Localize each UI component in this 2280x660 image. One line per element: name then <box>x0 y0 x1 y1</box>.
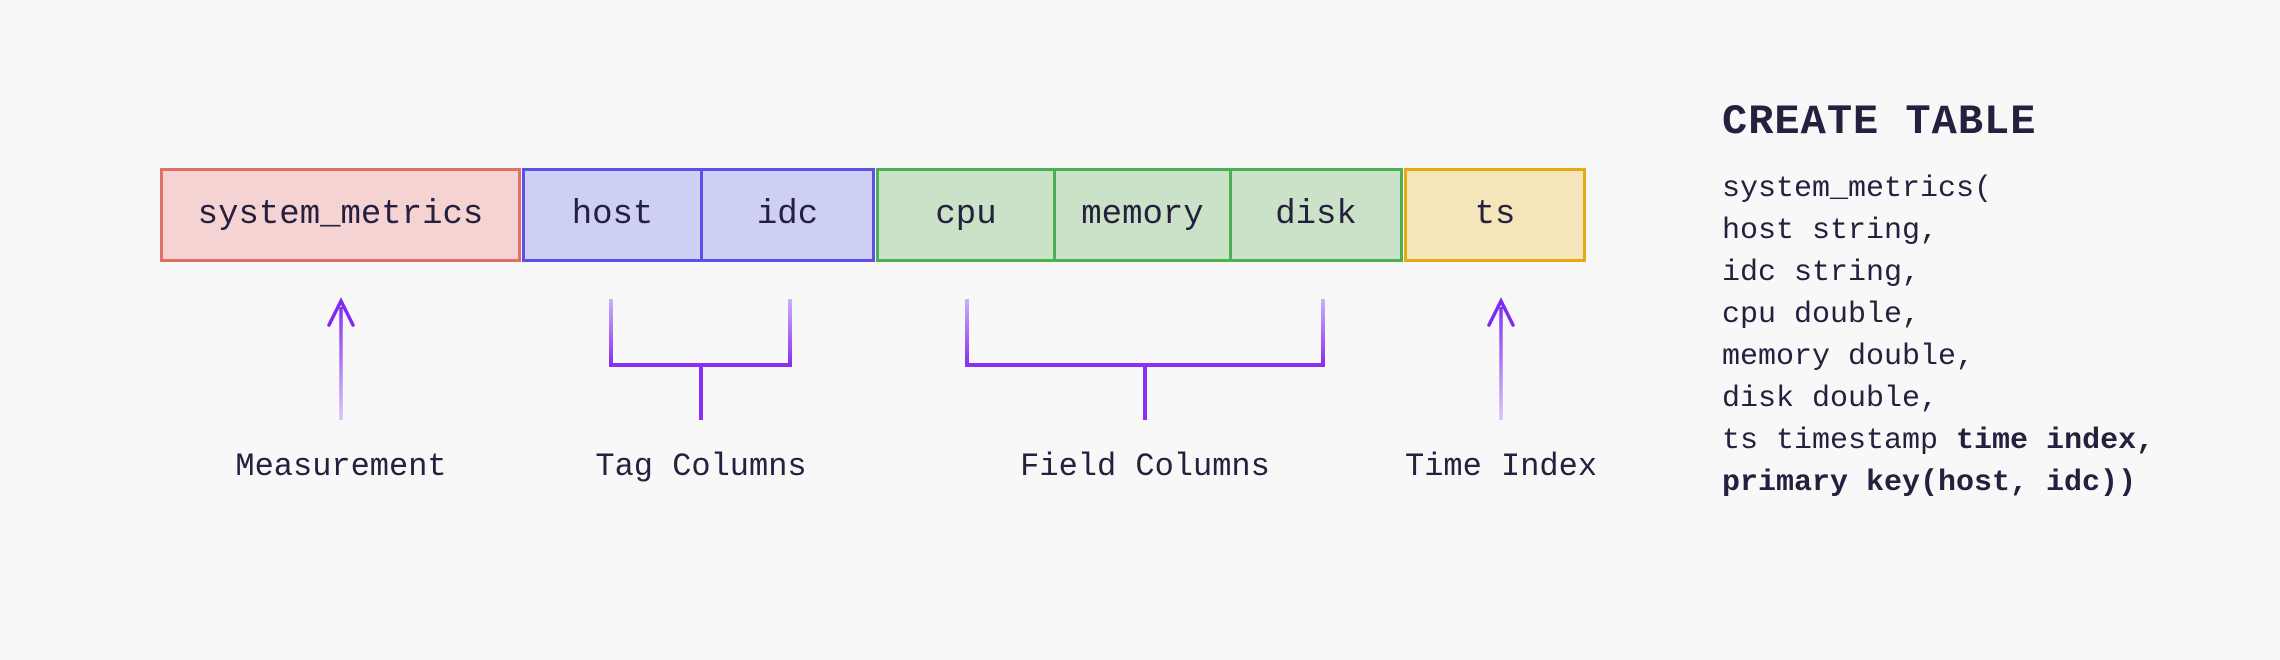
time-index-arrow <box>1487 297 1515 420</box>
tag-box-host: host <box>522 168 703 262</box>
measurement-box-label: system_metrics <box>197 196 484 234</box>
sql-ts-time-index: time index, <box>1956 424 2155 458</box>
sql-line-ts: ts timestamp time index, <box>1722 420 2154 462</box>
schema-row: system_metrics host idc cpu memory disk … <box>160 168 1586 262</box>
sql-line-primary-key: primary key(host, idc)) <box>1722 466 2137 500</box>
tag-box-host-label: host <box>571 196 654 234</box>
measurement-box: system_metrics <box>160 168 521 262</box>
time-box-ts-label: ts <box>1474 196 1516 234</box>
time-index-label: Time Index <box>1404 448 1598 485</box>
field-box-cpu: cpu <box>876 168 1056 262</box>
sql-line-memory: memory double, <box>1722 340 1975 374</box>
tag-box-idc-label: idc <box>756 196 819 234</box>
sql-line-table-name: system_metrics( <box>1722 172 1993 206</box>
sql-ts-plain: ts timestamp <box>1722 424 1957 458</box>
field-box-memory: memory <box>1053 168 1232 262</box>
tag-box-idc: idc <box>700 168 875 262</box>
time-box-ts: ts <box>1404 168 1586 262</box>
tag-columns-label: Tag Columns <box>595 448 807 485</box>
sql-heading: CREATE TABLE <box>1722 98 2037 146</box>
sql-line-idc: idc string, <box>1722 256 1921 290</box>
field-columns-label: Field Columns <box>1020 448 1270 485</box>
sql-line-host: host string, <box>1722 214 1939 248</box>
field-box-disk: disk <box>1229 168 1403 262</box>
measurement-label: Measurement <box>235 448 447 485</box>
sql-panel: CREATE TABLE system_metrics( host string… <box>1722 98 2154 504</box>
tag-columns-bracket <box>609 299 792 420</box>
field-box-memory-label: memory <box>1081 196 1204 234</box>
sql-line-disk: disk double, <box>1722 382 1939 416</box>
sql-line-cpu: cpu double, <box>1722 298 1921 332</box>
field-box-cpu-label: cpu <box>935 196 997 234</box>
measurement-arrow <box>327 297 355 420</box>
field-box-disk-label: disk <box>1275 196 1357 234</box>
field-columns-bracket <box>965 299 1325 420</box>
